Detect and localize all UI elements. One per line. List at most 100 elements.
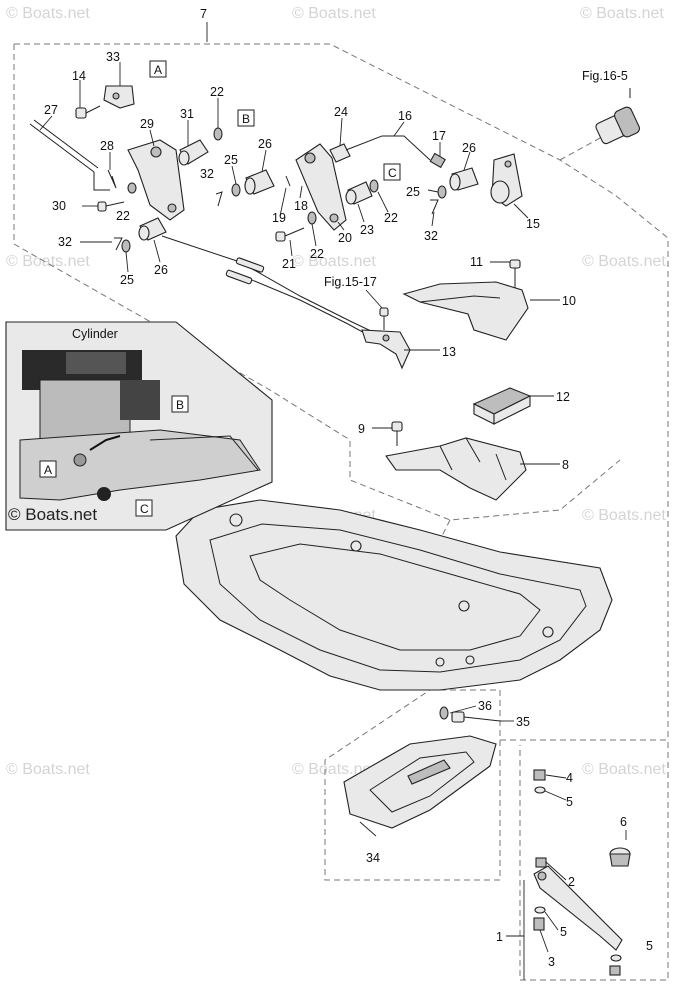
callout-letter: C [388,166,397,180]
part-label-21: 21 [282,257,296,271]
part-label-25: 25 [120,273,134,287]
part-label-25: 25 [406,185,420,199]
callout-box-b: B [237,109,255,127]
watermark: © Boats.net [6,761,90,778]
part-label-3: 3 [548,955,555,969]
watermark: © Boats.net [292,253,376,270]
bolt-21 [275,227,305,242]
nut [609,965,621,976]
part-label-5: 5 [566,795,573,809]
nut-4 [533,769,546,781]
collar-26 [244,169,275,195]
inset-callout-b: B [171,395,189,413]
part-label-11: 11 [470,255,483,269]
part-label-29: 29 [140,117,154,131]
part-label-32: 32 [424,229,438,243]
part-label-27: 27 [44,103,58,117]
part-label-26: 26 [154,263,168,277]
plug-6 [609,847,631,867]
watermark: © Boats.net [6,253,90,270]
copyright-watermark: © Boats.net [8,505,97,524]
nut-17 [429,152,446,169]
part-label-22: 22 [210,85,224,99]
part-label-7: 7 [200,7,207,21]
clip-32 [215,191,223,207]
part-label-18: 18 [294,199,308,213]
part-label-15: 15 [526,217,540,231]
lever-group-outline [500,739,669,981]
washer-22 [307,211,317,225]
part-label-4: 4 [566,771,573,785]
grommet-12 [472,387,532,425]
washer-22 [213,127,223,141]
lever-15 [490,153,523,207]
link-rod-27-edge [33,119,99,169]
clip-32 [114,237,123,251]
part-label-10: 10 [562,294,576,308]
washer-5 [610,954,622,962]
watermark: © Boats.net [582,761,666,778]
callout-box-a: A [149,60,167,78]
figure-ref-leader [365,289,383,309]
watermark: © Boats.net [582,507,666,524]
inset-callout-c: C [135,499,153,517]
seat-34 [343,735,497,829]
clip-28 [107,169,117,189]
lever-1 [533,857,623,951]
watermark: © Boats.net [582,253,666,270]
part-label-1: 1 [496,930,503,944]
bracket-13 [361,307,411,370]
part-label-14: 14 [72,69,86,83]
washer-25 [231,183,241,197]
part-label-16: 16 [398,109,412,123]
collar-31 [178,139,209,166]
callout-letter: A [44,463,52,477]
callout-letter: B [176,398,184,412]
joint-24 [329,143,351,163]
part-label-12: 12 [556,390,570,404]
cable-end-fig16-5 [559,88,640,161]
part-label-5: 5 [560,925,567,939]
callout-box-c: C [383,163,401,181]
part-label-13: 13 [442,345,456,359]
nut-2 [535,857,547,868]
part-label-6: 6 [620,815,627,829]
inset-callout-a: A [39,460,57,478]
part-label-32: 32 [58,235,72,249]
part-label-22: 22 [310,247,324,261]
part-label-19: 19 [272,211,286,225]
part-label-33: 33 [106,50,120,64]
collar-23 [345,181,373,205]
part-label-31: 31 [180,107,194,121]
bolt-35 [451,711,501,723]
bracket-33 [103,85,135,109]
callout-letter: B [242,112,250,126]
callout-letter: C [140,502,149,516]
part-label-25: 25 [224,153,238,167]
rod-16 [345,135,431,161]
washer-36 [439,706,449,720]
callout-letter: A [154,63,162,77]
part-label-32: 32 [200,167,214,181]
washer-5 [534,906,546,914]
watermark: © Boats.net [580,5,664,22]
cylinder-inset [5,321,273,531]
part-label-26: 26 [258,137,272,151]
figure-ref-15-17: Fig.15-17 [324,275,377,289]
watermark: © Boats.net [292,5,376,22]
part-label-20: 20 [338,231,352,245]
cover-10 [402,281,529,341]
washer-25 [437,185,447,199]
washer-22 [127,182,137,194]
part-label-22: 22 [116,209,130,223]
washer-22 [369,179,379,193]
part-label-30: 30 [52,199,66,213]
bolt-14 [75,105,101,119]
clip-32 [430,199,439,215]
inset-caption: Cylinder [72,327,118,341]
part-label-23: 23 [360,223,374,237]
lower-cowling [175,499,613,691]
pin-19 [285,175,291,187]
